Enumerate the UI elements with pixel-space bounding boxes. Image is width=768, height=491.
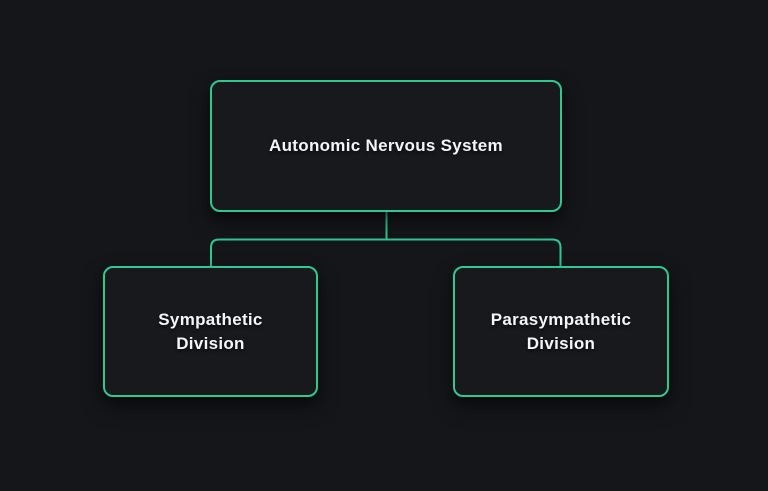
node-sympathetic-division: Sympathetic Division <box>103 266 318 397</box>
node-label: Sympathetic Division <box>158 310 263 353</box>
node-label: Parasympathetic Division <box>490 310 632 353</box>
node-autonomic-nervous-system: Autonomic Nervous System <box>210 80 562 212</box>
edge-branch-bracket <box>210 238 562 266</box>
node-label: Autonomic Nervous System <box>269 136 503 156</box>
node-parasympathetic-division: Parasympathetic Division <box>453 266 669 397</box>
